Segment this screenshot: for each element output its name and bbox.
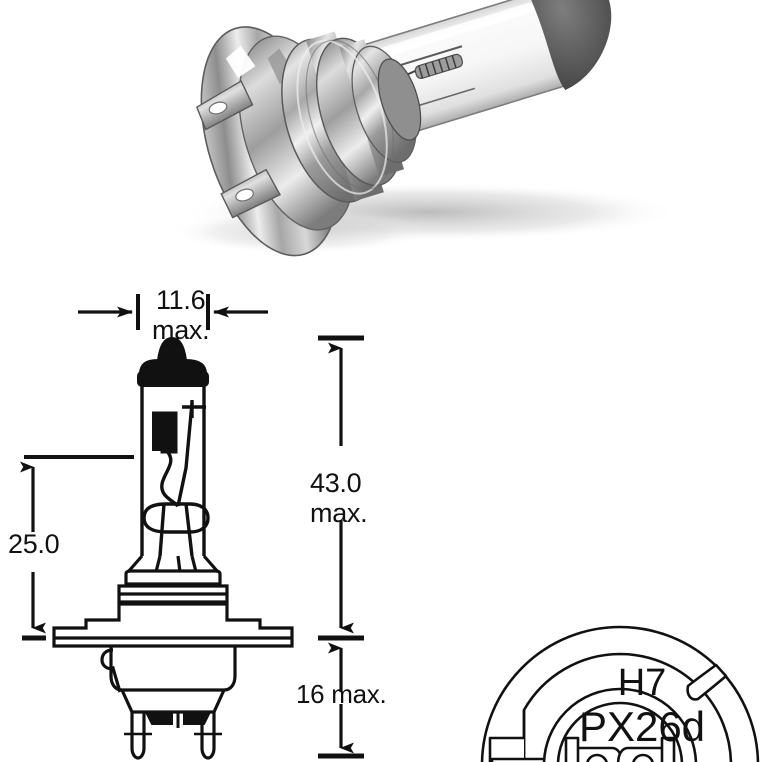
cap-base-label: PX26d xyxy=(578,703,706,750)
dimension-base-160 xyxy=(318,635,364,759)
base-collar-mid xyxy=(117,584,229,604)
dimension-lcl-250 xyxy=(20,455,134,641)
dimension-width-116 xyxy=(78,294,268,330)
engineering-drawing-graphic xyxy=(0,272,762,762)
side-elevation xyxy=(52,336,294,760)
base-shell xyxy=(109,646,237,692)
dimension-label-width: 11.6 max. xyxy=(152,285,210,345)
dimension-label-base-depth: 16 max. xyxy=(296,679,387,709)
base-end-view xyxy=(480,625,760,762)
end-view-contacts xyxy=(564,736,676,762)
terminal-pins xyxy=(124,712,222,760)
technical-drawings xyxy=(0,272,762,762)
dimension-label-overall-height: 43.0 max. xyxy=(310,468,368,528)
bulb-photograph-graphic xyxy=(0,0,762,272)
base-collar-upper xyxy=(124,569,222,586)
bulb-type-label: H7 xyxy=(617,662,667,704)
base-locating-lug xyxy=(100,648,122,693)
bulb-filament-coil xyxy=(142,502,210,534)
bulb-filament-assembly xyxy=(142,400,210,557)
reference-flange xyxy=(52,602,294,648)
end-view-bridge-upper xyxy=(686,663,728,701)
product-photo xyxy=(0,0,762,272)
dimension-label-light-centre-length: 25.0 xyxy=(8,529,60,559)
bulb-neck xyxy=(126,554,220,574)
photo-blade-terminals xyxy=(195,80,282,219)
photo-black-tip xyxy=(525,0,612,90)
end-view-left-tab xyxy=(488,736,524,762)
